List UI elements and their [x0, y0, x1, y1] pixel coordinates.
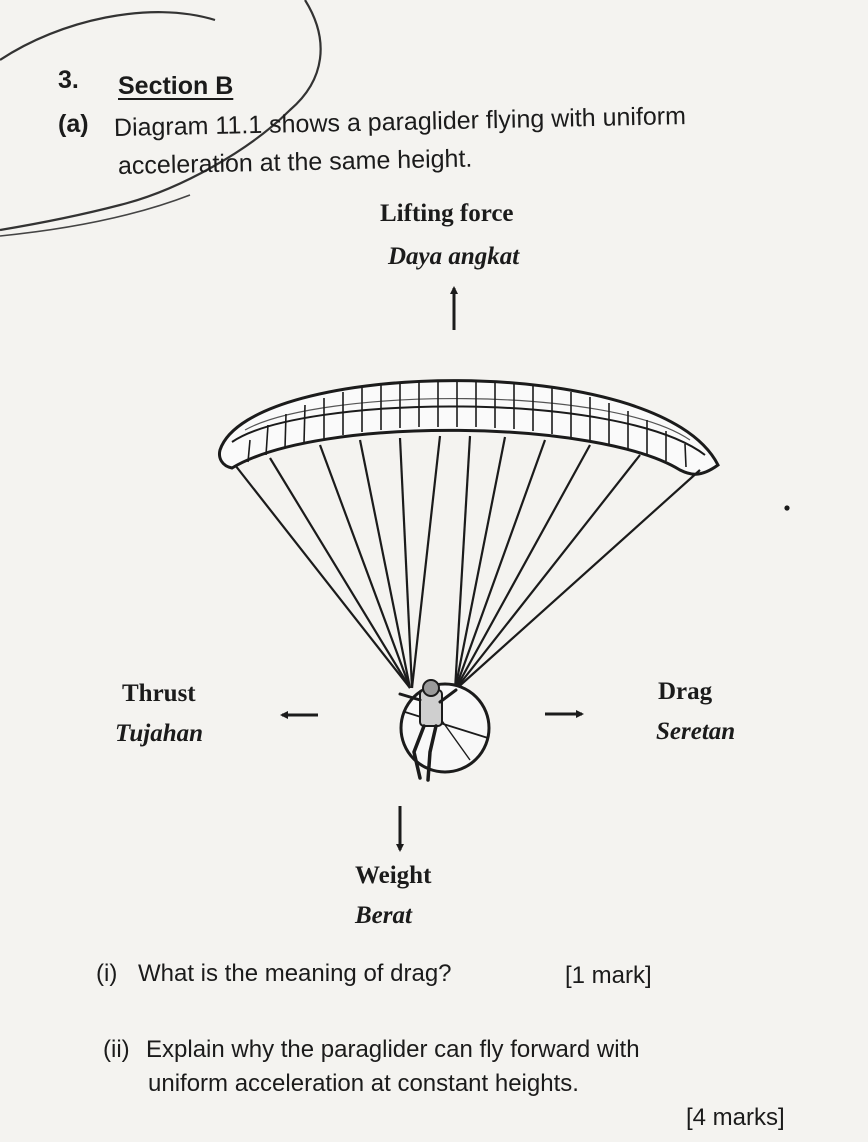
- drag-label-ms: Seretan: [656, 718, 736, 745]
- weight-label-en: Weight: [355, 862, 432, 889]
- stray-dot: [784, 505, 790, 511]
- question-number: 3.: [58, 66, 79, 94]
- lift-label-ms: Daya angkat: [388, 243, 520, 270]
- canopy-wing: [218, 379, 720, 476]
- weight-label-ms: Berat: [355, 902, 412, 929]
- subquestion-i-marks: [1 mark]: [565, 962, 652, 989]
- lift-label-en: Lifting force: [380, 200, 514, 227]
- drag-label-en: Drag: [658, 678, 713, 705]
- subquestion-i-text: What is the meaning of drag?: [138, 960, 452, 987]
- subquestion-ii-marks: [4 marks]: [686, 1104, 785, 1131]
- suspension-lines: [234, 435, 701, 691]
- subquestion-ii-label: (ii): [103, 1036, 130, 1063]
- part-label: (a): [58, 110, 89, 138]
- subquestion-i-label: (i): [96, 960, 118, 987]
- thrust-label-en: Thrust: [122, 680, 196, 707]
- pilot-with-paramotor: [398, 679, 491, 782]
- subquestion-ii-text-line-2: uniform acceleration at constant heights…: [148, 1070, 579, 1097]
- subquestion-ii-text-line-1: Explain why the paraglider can fly forwa…: [146, 1036, 640, 1063]
- section-title: Section B: [118, 72, 234, 100]
- thrust-label-ms: Tujahan: [115, 720, 204, 747]
